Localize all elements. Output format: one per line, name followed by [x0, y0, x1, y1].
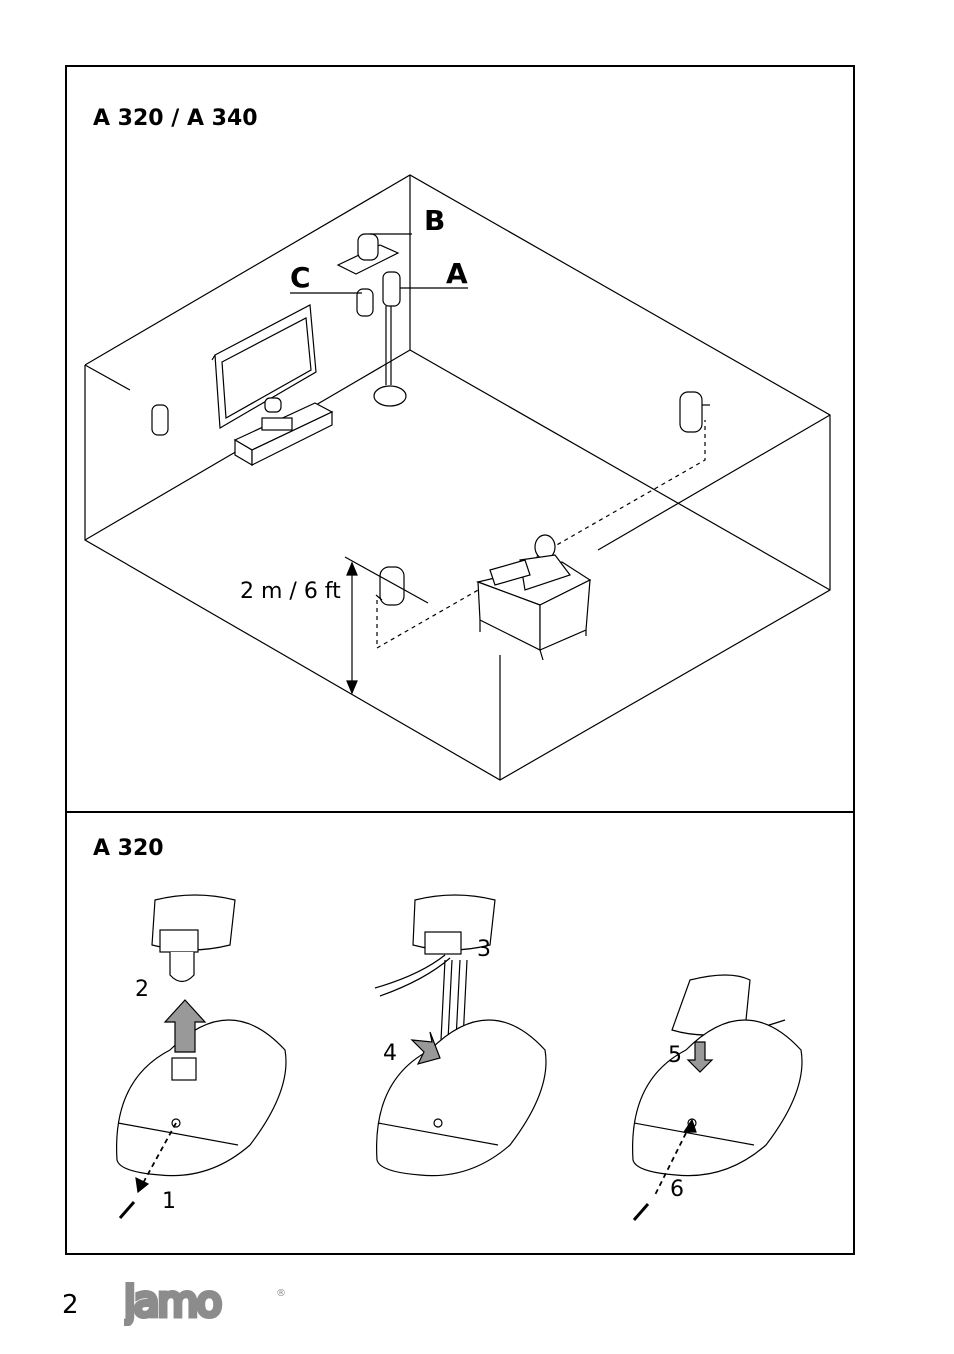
step-4: 4 — [383, 1042, 397, 1066]
label-speaker-c: C — [290, 263, 311, 293]
step-1: 1 — [162, 1190, 176, 1214]
step-5: 5 — [668, 1044, 682, 1068]
mount-step-3-4 — [375, 895, 546, 1176]
speaker-rear-left — [345, 557, 428, 605]
height-dimension — [347, 563, 357, 693]
page-number: 2 — [62, 1290, 79, 1320]
svg-text:jamo: jamo — [124, 1282, 220, 1326]
label-speaker-a: A — [446, 259, 468, 289]
label-speaker-b: B — [424, 206, 445, 236]
svg-text:®: ® — [276, 1288, 286, 1299]
mount-step-1-2 — [117, 895, 286, 1218]
step-6: 6 — [670, 1178, 684, 1202]
speaker-b — [338, 234, 412, 274]
speaker-rear-right — [680, 392, 710, 432]
step-2: 2 — [135, 978, 149, 1002]
height-label: 2 m / 6 ft — [240, 580, 341, 604]
step-3: 3 — [477, 938, 491, 962]
mount-step-5-6 — [633, 975, 802, 1220]
speaker-front-left — [152, 405, 168, 435]
jamo-logo: jamo ® — [124, 1282, 294, 1326]
speaker-a — [374, 272, 468, 406]
listener-chair — [478, 535, 590, 660]
